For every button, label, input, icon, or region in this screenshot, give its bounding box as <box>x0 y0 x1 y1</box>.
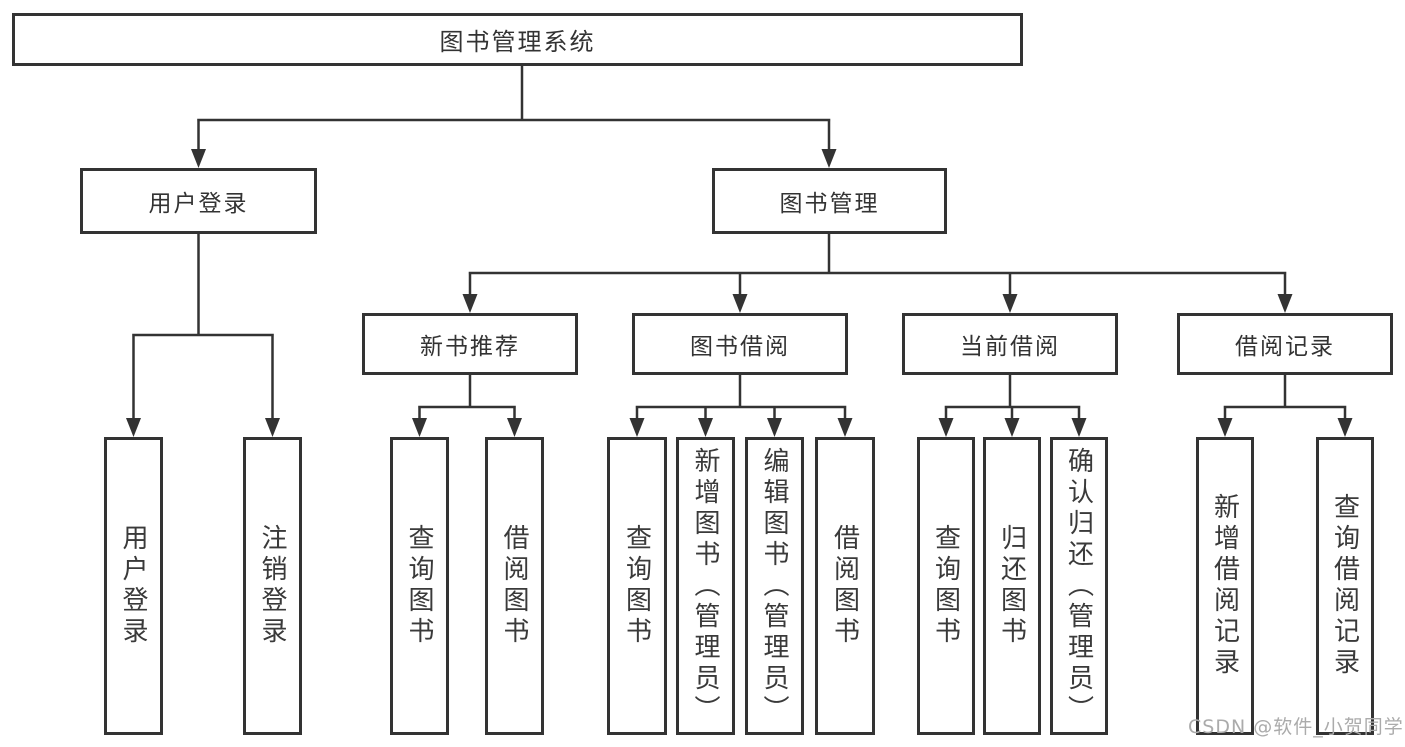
leaf-add-borrow-record: 新增借阅记录 <box>1196 437 1254 735</box>
leaf-borrow-books: 借阅图书 <box>815 437 875 735</box>
leaf-label: 借阅图书 <box>499 524 529 648</box>
node-user-login: 用户登录 <box>80 168 317 234</box>
leaf-label: 确认归还（管理员） <box>1063 446 1094 726</box>
leaf-query-books-current: 查询图书 <box>917 437 975 735</box>
leaf-label: 借阅图书 <box>829 524 860 648</box>
node-borrow-record: 借阅记录 <box>1177 313 1393 375</box>
node-book-management: 图书管理 <box>712 168 947 234</box>
node-book-borrow: 图书借阅 <box>632 313 848 375</box>
leaf-logout: 注销登录 <box>243 437 302 735</box>
leaf-label: 查询借阅记录 <box>1329 493 1360 679</box>
leaf-label: 查询图书 <box>621 524 652 648</box>
leaf-add-book-admin: 新增图书（管理员） <box>676 437 735 735</box>
leaf-label: 新增图书（管理员） <box>690 446 720 726</box>
node-current-borrow: 当前借阅 <box>902 313 1118 375</box>
leaf-label: 查询图书 <box>930 524 961 648</box>
leaf-query-borrow-record: 查询借阅记录 <box>1316 437 1374 735</box>
leaf-return-books: 归还图书 <box>983 437 1041 735</box>
leaf-user-login: 用户登录 <box>104 437 163 735</box>
node-new-book-recommend: 新书推荐 <box>362 313 578 375</box>
csdn-watermark: CSDN @软件_小贺同学 <box>1188 716 1404 738</box>
leaf-confirm-return-admin: 确认归还（管理员） <box>1050 437 1108 735</box>
leaf-borrow-books-recommend: 借阅图书 <box>485 437 544 735</box>
leaf-label: 归还图书 <box>996 524 1027 648</box>
leaf-label: 查询图书 <box>404 524 434 648</box>
leaf-label: 用户登录 <box>118 524 148 648</box>
leaf-label: 编辑图书（管理员） <box>759 446 789 726</box>
leaf-edit-book-admin: 编辑图书（管理员） <box>745 437 804 735</box>
node-library-management-system: 图书管理系统 <box>12 13 1023 66</box>
leaf-label: 新增借阅记录 <box>1209 493 1240 679</box>
leaf-query-books-borrow: 查询图书 <box>607 437 667 735</box>
leaf-label: 注销登录 <box>257 524 287 648</box>
leaf-query-books-recommend: 查询图书 <box>390 437 449 735</box>
